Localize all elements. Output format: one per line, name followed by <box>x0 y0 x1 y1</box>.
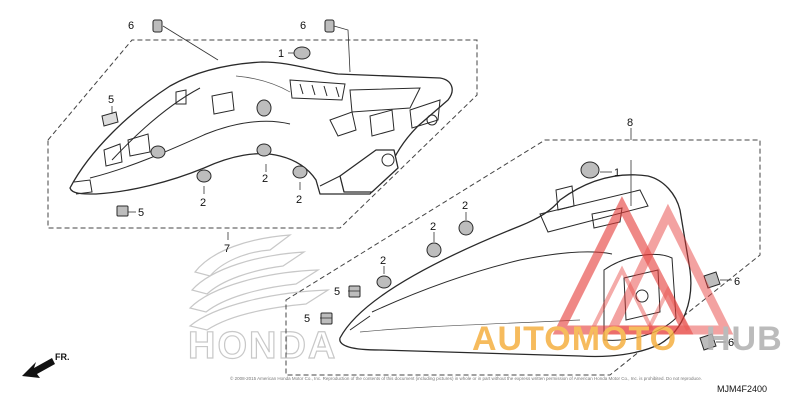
bolt-6-left-a <box>152 19 163 33</box>
rubber-grommet-1-right <box>580 161 600 179</box>
callout-7-side-cover: 7 <box>224 243 230 255</box>
bolt-6-right-a <box>703 271 721 289</box>
clip-nut-5-left-a <box>101 111 119 127</box>
callout-8-lower-cover: 8 <box>627 117 633 129</box>
watermark-automoto: AUTOMOTO <box>472 320 677 358</box>
copyright-notice: © 2008-2015 American Honda Motor Co., In… <box>230 375 702 381</box>
assembly-frame-left <box>47 39 478 229</box>
grommet-2-right-a <box>458 220 474 236</box>
callout-6-bolt-left-a: 6 <box>128 20 134 32</box>
grommet-2-left-b <box>256 143 272 157</box>
part-7-side-cover <box>69 61 453 195</box>
callout-6-bolt-left-b: 6 <box>300 20 306 32</box>
callout-2-grommet-right-a: 2 <box>462 200 468 212</box>
callout-1-grommet-left: 1 <box>278 48 284 60</box>
callout-6-bolt-right-a: 6 <box>734 276 740 288</box>
grommet-2-left-a <box>256 99 272 117</box>
watermark-hub: HUB <box>706 320 783 358</box>
assembly-frame-right <box>285 139 761 376</box>
callout-5-clip-left-a: 5 <box>108 94 114 106</box>
callout-5-clip-right-a: 5 <box>334 286 340 298</box>
callout-2-grommet-left-a: 2 <box>262 173 268 185</box>
drawing-code: MJM4F2400 <box>717 384 767 394</box>
grommet-2-left-c <box>196 169 212 183</box>
bolt-6-right-b <box>699 333 717 351</box>
forward-direction-label: FR. <box>55 352 70 362</box>
callout-6-bolt-right-b: 6 <box>728 337 734 349</box>
clip-nut-5-right-b <box>320 312 333 325</box>
clip-nut-5-right-a <box>348 285 361 298</box>
callout-2-grommet-left-c: 2 <box>296 194 302 206</box>
callout-2-grommet-right-b: 2 <box>430 221 436 233</box>
grommet-2-right-c <box>376 275 392 289</box>
grommet-2-left-d <box>292 165 308 179</box>
leader-lines <box>111 25 732 343</box>
rubber-grommet-1-left <box>293 46 311 60</box>
clip-nut-5-left-b <box>116 205 129 217</box>
callout-2-grommet-right-c: 2 <box>380 255 386 267</box>
forward-direction-arrow-icon <box>22 358 55 378</box>
grommet-left-e <box>150 145 166 159</box>
callout-2-grommet-left-b: 2 <box>200 197 206 209</box>
bolt-6-left-b <box>324 19 335 33</box>
grommet-2-right-b <box>426 242 442 258</box>
honda-brand-mark: HONDA <box>188 325 337 367</box>
callout-5-clip-right-b: 5 <box>304 313 310 325</box>
callout-5-clip-left-b: 5 <box>138 207 144 219</box>
automotohub-watermark: AUTOMOTO HUB <box>472 196 783 358</box>
honda-wing-logo <box>188 234 331 331</box>
callout-1-grommet-right: 1 <box>614 167 620 179</box>
part-8-lower-cover <box>339 174 692 358</box>
